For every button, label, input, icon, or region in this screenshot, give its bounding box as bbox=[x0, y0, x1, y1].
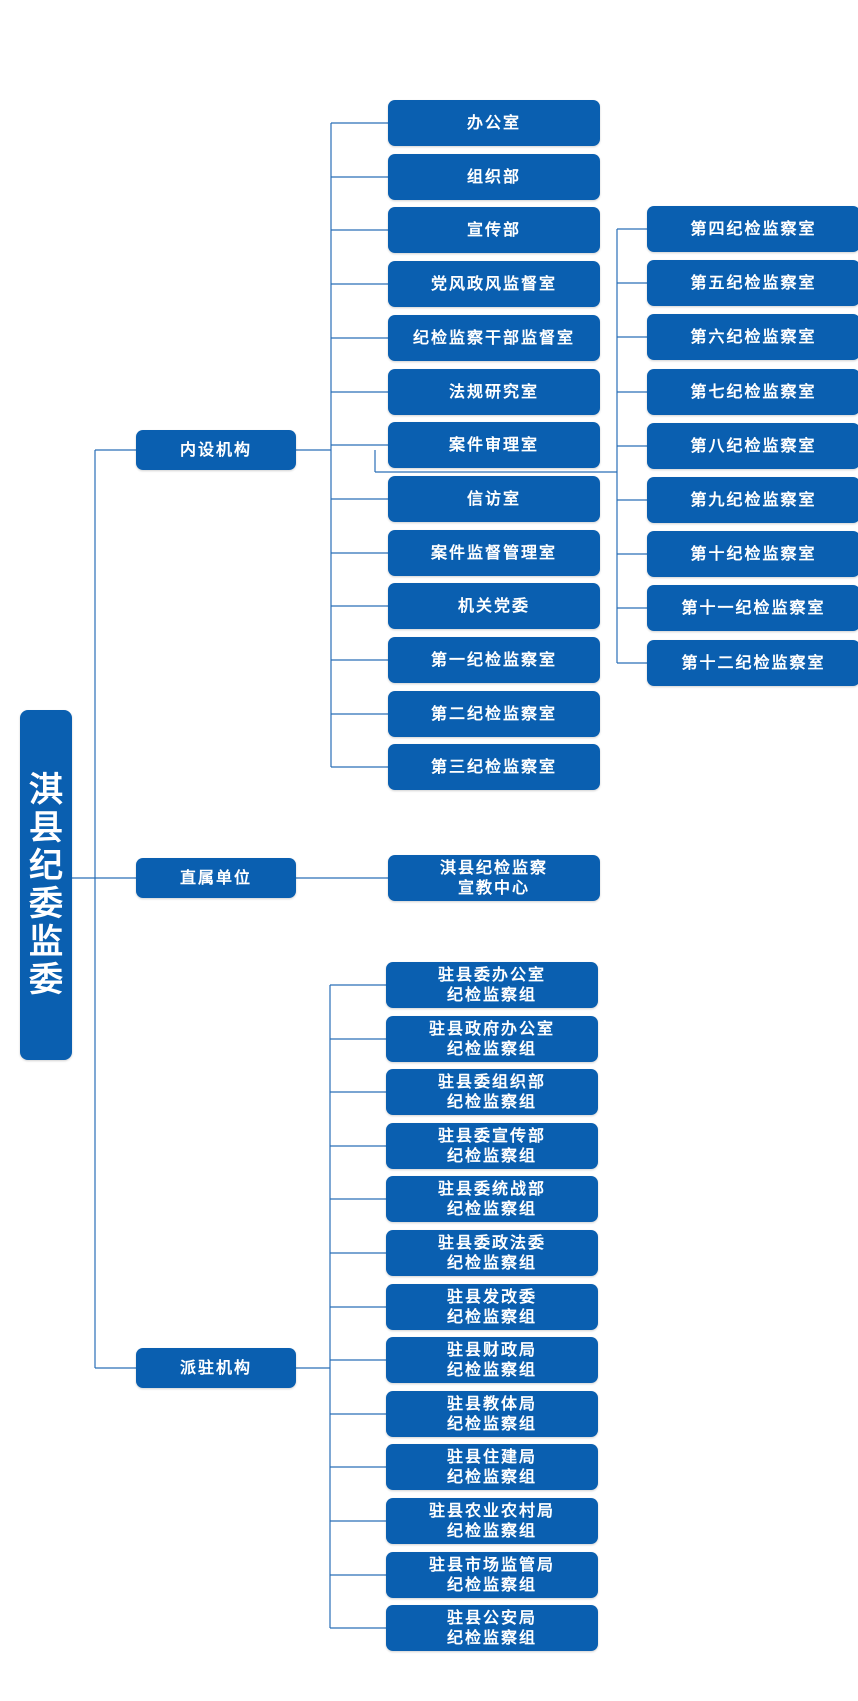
agency-node: 驻县委政法委纪检监察组 bbox=[386, 1230, 598, 1276]
agency-node: 驻县财政局纪检监察组 bbox=[386, 1337, 598, 1383]
agency-node-line: 驻县教体局 bbox=[446, 1394, 537, 1413]
agency-node-line: 驻县委统战部 bbox=[437, 1179, 546, 1198]
dept-node: 第二纪检监察室 bbox=[388, 691, 600, 737]
dept-node: 组织部 bbox=[388, 154, 600, 200]
agency-node: 驻县市场监管局纪检监察组 bbox=[386, 1552, 598, 1598]
root-char: 监 bbox=[29, 922, 63, 962]
dept-node: 机关党委 bbox=[388, 583, 600, 629]
agency-node-line: 驻县市场监管局 bbox=[428, 1555, 555, 1574]
category-node: 直属单位 bbox=[136, 858, 296, 898]
agency-node-line: 驻县住建局 bbox=[446, 1447, 537, 1466]
agency-node: 驻县委统战部纪检监察组 bbox=[386, 1176, 598, 1222]
dept-node-right: 第六纪检监察室 bbox=[647, 314, 858, 360]
dept-node: 党风政风监督室 bbox=[388, 261, 600, 307]
category-node: 内设机构 bbox=[136, 430, 296, 470]
agency-node: 驻县住建局纪检监察组 bbox=[386, 1444, 598, 1490]
agency-node-line: 驻县政府办公室 bbox=[428, 1019, 555, 1038]
dept-node: 第一纪检监察室 bbox=[388, 637, 600, 683]
agency-node-line: 驻县委办公室 bbox=[437, 965, 546, 984]
agency-node-line: 纪检监察组 bbox=[446, 985, 537, 1004]
unit-node-line: 宣教中心 bbox=[457, 878, 530, 897]
agency-node-line: 纪检监察组 bbox=[446, 1467, 537, 1486]
dept-node-right: 第十一纪检监察室 bbox=[647, 585, 858, 631]
dept-node: 案件审理室 bbox=[388, 422, 600, 468]
agency-node: 驻县委宣传部纪检监察组 bbox=[386, 1123, 598, 1169]
agency-node-line: 纪检监察组 bbox=[446, 1360, 537, 1379]
agency-node-line: 纪检监察组 bbox=[446, 1628, 537, 1647]
agency-node: 驻县发改委纪检监察组 bbox=[386, 1284, 598, 1330]
agency-node: 驻县农业农村局纪检监察组 bbox=[386, 1498, 598, 1544]
root-char: 县 bbox=[29, 808, 63, 848]
root-char: 委 bbox=[29, 884, 63, 924]
unit-node-line: 淇县纪检监察 bbox=[439, 858, 548, 877]
agency-node-line: 纪检监察组 bbox=[446, 1039, 537, 1058]
dept-node: 宣传部 bbox=[388, 207, 600, 253]
unit-node: 淇县纪检监察宣教中心 bbox=[388, 855, 600, 901]
agency-node-line: 纪检监察组 bbox=[446, 1146, 537, 1165]
dept-node-right: 第八纪检监察室 bbox=[647, 423, 858, 469]
agency-node-line: 纪检监察组 bbox=[446, 1521, 537, 1540]
agency-node-line: 纪检监察组 bbox=[446, 1307, 537, 1326]
dept-node: 办公室 bbox=[388, 100, 600, 146]
dept-node-right: 第十二纪检监察室 bbox=[647, 640, 858, 686]
agency-node: 驻县政府办公室纪检监察组 bbox=[386, 1016, 598, 1062]
agency-node-line: 纪检监察组 bbox=[446, 1414, 537, 1433]
dept-node-right: 第五纪检监察室 bbox=[647, 260, 858, 306]
dept-node: 案件监督管理室 bbox=[388, 530, 600, 576]
dept-node: 信访室 bbox=[388, 476, 600, 522]
agency-node-line: 驻县委组织部 bbox=[437, 1072, 546, 1091]
category-node: 派驻机构 bbox=[136, 1348, 296, 1388]
agency-node-line: 纪检监察组 bbox=[446, 1575, 537, 1594]
agency-node-line: 驻县农业农村局 bbox=[428, 1501, 555, 1520]
root-node: 淇县纪委监委 bbox=[20, 710, 72, 1060]
agency-node-line: 驻县财政局 bbox=[446, 1340, 537, 1359]
agency-node: 驻县委办公室纪检监察组 bbox=[386, 962, 598, 1008]
root-char: 淇 bbox=[29, 770, 63, 810]
agency-node-line: 驻县公安局 bbox=[446, 1608, 537, 1627]
dept-node-right: 第七纪检监察室 bbox=[647, 369, 858, 415]
agency-node: 驻县教体局纪检监察组 bbox=[386, 1391, 598, 1437]
agency-node-line: 驻县发改委 bbox=[446, 1287, 537, 1306]
dept-node: 第三纪检监察室 bbox=[388, 744, 600, 790]
agency-node-line: 纪检监察组 bbox=[446, 1092, 537, 1111]
agency-node-line: 纪检监察组 bbox=[446, 1199, 537, 1218]
dept-node-right: 第四纪检监察室 bbox=[647, 206, 858, 252]
agency-node-line: 驻县委政法委 bbox=[437, 1233, 546, 1252]
agency-node: 驻县委组织部纪检监察组 bbox=[386, 1069, 598, 1115]
agency-node: 驻县公安局纪检监察组 bbox=[386, 1605, 598, 1651]
agency-node-line: 驻县委宣传部 bbox=[437, 1126, 546, 1145]
dept-node-right: 第十纪检监察室 bbox=[647, 531, 858, 577]
dept-node: 法规研究室 bbox=[388, 369, 600, 415]
root-char: 委 bbox=[29, 960, 63, 1000]
dept-node-right: 第九纪检监察室 bbox=[647, 477, 858, 523]
root-char: 纪 bbox=[29, 846, 63, 886]
agency-node-line: 纪检监察组 bbox=[446, 1253, 537, 1272]
dept-node: 纪检监察干部监督室 bbox=[388, 315, 600, 361]
